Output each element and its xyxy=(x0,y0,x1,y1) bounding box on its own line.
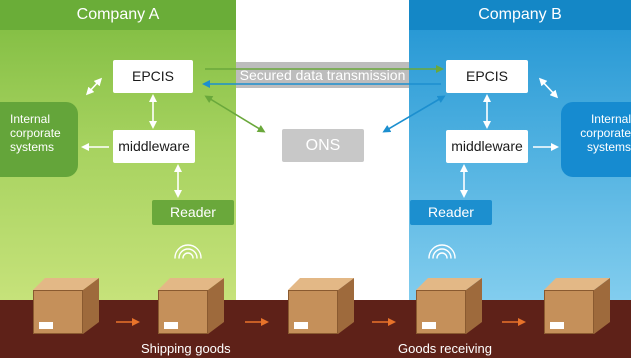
shipping-goods-caption: Shipping goods xyxy=(141,341,231,356)
rfid-signal-icon-b xyxy=(428,244,456,259)
package-box-4 xyxy=(416,278,482,334)
company-b-middleware: middleware xyxy=(446,130,528,163)
epcis-b-ons-arrow xyxy=(382,95,446,133)
company-a-title: Company A xyxy=(0,0,236,30)
ons-node: ONS xyxy=(282,129,364,162)
company-a-middleware: middleware xyxy=(113,130,195,163)
internal-systems-line-2: corporate xyxy=(10,126,61,140)
package-box-1 xyxy=(33,278,99,334)
company-a-epcis: EPCIS xyxy=(113,60,193,93)
company-b-internal-systems: Internal corporate systems xyxy=(561,102,631,177)
package-label xyxy=(294,322,308,329)
epcis-internal-arrow xyxy=(538,77,559,99)
internal-systems-line-1: Internal xyxy=(590,112,631,126)
company-a-reader: Reader xyxy=(152,200,234,225)
package-box-5 xyxy=(544,278,610,334)
package-label xyxy=(550,322,564,329)
epcis-internal-arrow xyxy=(85,77,103,96)
rfid-signal-icon-a xyxy=(174,244,202,259)
company-a-internal-systems: Internal corporate systems xyxy=(0,102,78,177)
company-b-epcis: EPCIS xyxy=(446,60,528,93)
package-box-2 xyxy=(158,278,224,334)
package-label xyxy=(39,322,53,329)
company-b-reader: Reader xyxy=(410,200,492,225)
internal-systems-line-2: corporate xyxy=(580,126,631,140)
package-box-3 xyxy=(288,278,354,334)
internal-systems-line-3: systems xyxy=(586,140,631,154)
goods-receiving-caption: Goods receiving xyxy=(398,341,492,356)
package-label xyxy=(422,322,436,329)
company-a-connectors xyxy=(81,77,182,198)
package-label xyxy=(164,322,178,329)
company-b-connectors xyxy=(460,77,559,198)
company-b-title: Company B xyxy=(409,0,631,30)
internal-systems-line-3: systems xyxy=(10,140,55,154)
internal-systems-line-1: Internal xyxy=(10,112,51,126)
epcis-a-ons-arrow xyxy=(204,95,266,133)
